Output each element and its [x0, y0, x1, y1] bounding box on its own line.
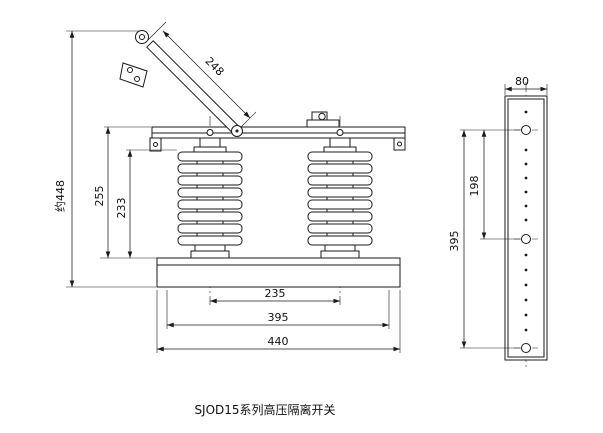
side-view: 80 198 395: [448, 75, 548, 370]
dim-base-width: 440: [156, 290, 401, 353]
dim-pole-spacing: 235: [210, 287, 340, 304]
dim-label-arm-length: 248: [202, 55, 226, 79]
dim-mount-hole-spacing: 395: [166, 290, 390, 329]
front-view: 248 约448 255 233 235: [54, 21, 406, 353]
insulator-left: [178, 138, 242, 258]
terminal-clamp: [306, 111, 340, 128]
base-channel: [156, 257, 401, 288]
dim-label-base-width: 440: [268, 335, 289, 348]
dim-side-width: 80: [504, 75, 548, 95]
dim-label-hole-span: 395: [448, 231, 461, 252]
insulator-right: [308, 138, 372, 258]
dim-label-insulator-height: 233: [115, 198, 128, 219]
dim-label-overall-height: 约448: [54, 180, 67, 212]
drawing-caption: SJOD15系列高压隔离开关: [194, 402, 335, 417]
dim-label-side-width: 80: [515, 75, 529, 88]
dim-label-height-to-bar: 255: [93, 186, 106, 207]
latch-bracket: [119, 62, 148, 88]
dim-insulator-height: 233: [115, 149, 177, 258]
dim-hole-span: 395: [448, 130, 520, 349]
contact-bar: [149, 126, 406, 152]
dim-label-pole-spacing: 235: [265, 287, 286, 300]
dim-upper-hole-pitch: 198: [460, 129, 520, 240]
switch-arm: [119, 30, 243, 137]
dim-height-to-bar: 255: [93, 126, 157, 259]
dim-arm-length: 248: [147, 21, 257, 128]
dim-label-upper-hole-pitch: 198: [468, 176, 481, 197]
dim-label-mount-hole-spacing: 395: [268, 311, 289, 324]
dim-overall-height: 约448: [54, 30, 156, 288]
side-plate: [504, 95, 548, 361]
